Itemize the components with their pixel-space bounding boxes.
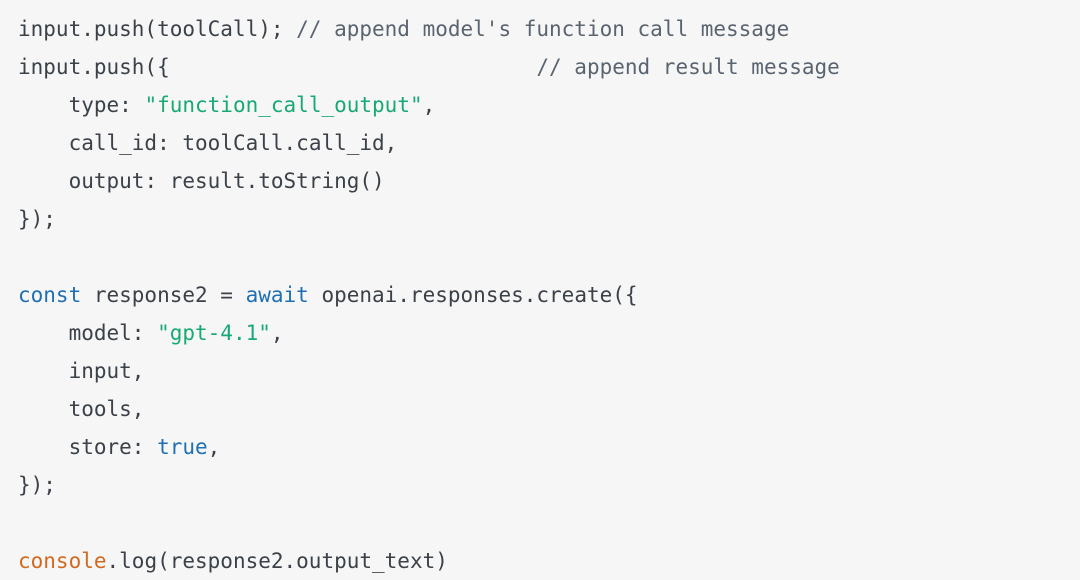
code-token-keyword: true bbox=[157, 435, 208, 459]
code-token-string: "function_call_output" bbox=[144, 93, 423, 117]
code-line: store: true, bbox=[18, 428, 1080, 466]
code-line: call_id: toolCall.call_id, bbox=[18, 124, 1080, 162]
code-token-punct: : bbox=[131, 321, 158, 345]
code-token-string: "gpt-4.1" bbox=[157, 321, 271, 345]
code-token-punct: : bbox=[144, 169, 170, 193]
code-line: input.push({ // append result message bbox=[18, 48, 1080, 86]
code-token-plain: response2 = bbox=[81, 283, 246, 307]
code-line bbox=[18, 238, 1080, 276]
code-line: }); bbox=[18, 200, 1080, 238]
code-token-punct: : bbox=[131, 435, 158, 459]
code-token-punct: : bbox=[119, 93, 145, 117]
code-token-punct: : bbox=[157, 131, 183, 155]
code-line: const response2 = await openai.responses… bbox=[18, 276, 1080, 314]
code-line bbox=[18, 504, 1080, 542]
code-line: input, bbox=[18, 352, 1080, 390]
code-token-plain: }); bbox=[18, 473, 56, 497]
code-token-plain: tools, bbox=[18, 397, 145, 421]
code-token-plain bbox=[18, 93, 69, 117]
code-token-plain: .log(response2.output_text) bbox=[106, 549, 448, 573]
code-token-property: model bbox=[68, 321, 132, 345]
code-line: output: result.toString() bbox=[18, 162, 1080, 200]
code-token-punct: , bbox=[270, 321, 284, 345]
code-line: }); bbox=[18, 466, 1080, 504]
code-token-plain: input, bbox=[18, 359, 145, 383]
code-token-plain: input.push({ bbox=[18, 55, 170, 79]
code-token-plain bbox=[18, 435, 69, 459]
code-token-punct: , bbox=[422, 93, 436, 117]
code-token-keyword: const bbox=[18, 283, 82, 307]
code-token-plain: result.toString() bbox=[169, 169, 385, 193]
code-token-comment: // append model's function call message bbox=[296, 17, 790, 41]
code-token-property: type bbox=[68, 93, 120, 117]
code-token-plain: }); bbox=[18, 207, 56, 231]
code-token-comment: // append result message bbox=[536, 55, 840, 79]
code-token-builtin: console bbox=[18, 549, 107, 573]
code-token-property: store bbox=[68, 435, 132, 459]
code-line: console.log(response2.output_text) bbox=[18, 542, 1080, 580]
code-token-plain bbox=[170, 55, 537, 79]
code-token-punct: , bbox=[207, 435, 221, 459]
code-line: type: "function_call_output", bbox=[18, 86, 1080, 124]
code-token-keyword: await bbox=[245, 283, 309, 307]
code-token-plain: input.push(toolCall); bbox=[18, 17, 297, 41]
code-token-plain bbox=[18, 321, 69, 345]
code-token-plain: openai.responses.create({ bbox=[308, 283, 638, 307]
code-line: model: "gpt-4.1", bbox=[18, 314, 1080, 352]
code-token-plain bbox=[18, 131, 69, 155]
code-token-property: output bbox=[68, 169, 145, 193]
code-line: input.push(toolCall); // append model's … bbox=[18, 10, 1080, 48]
code-token-plain bbox=[18, 169, 69, 193]
code-token-plain: toolCall.call_id, bbox=[182, 131, 398, 155]
code-line: tools, bbox=[18, 390, 1080, 428]
code-token-property: call_id bbox=[68, 131, 158, 155]
